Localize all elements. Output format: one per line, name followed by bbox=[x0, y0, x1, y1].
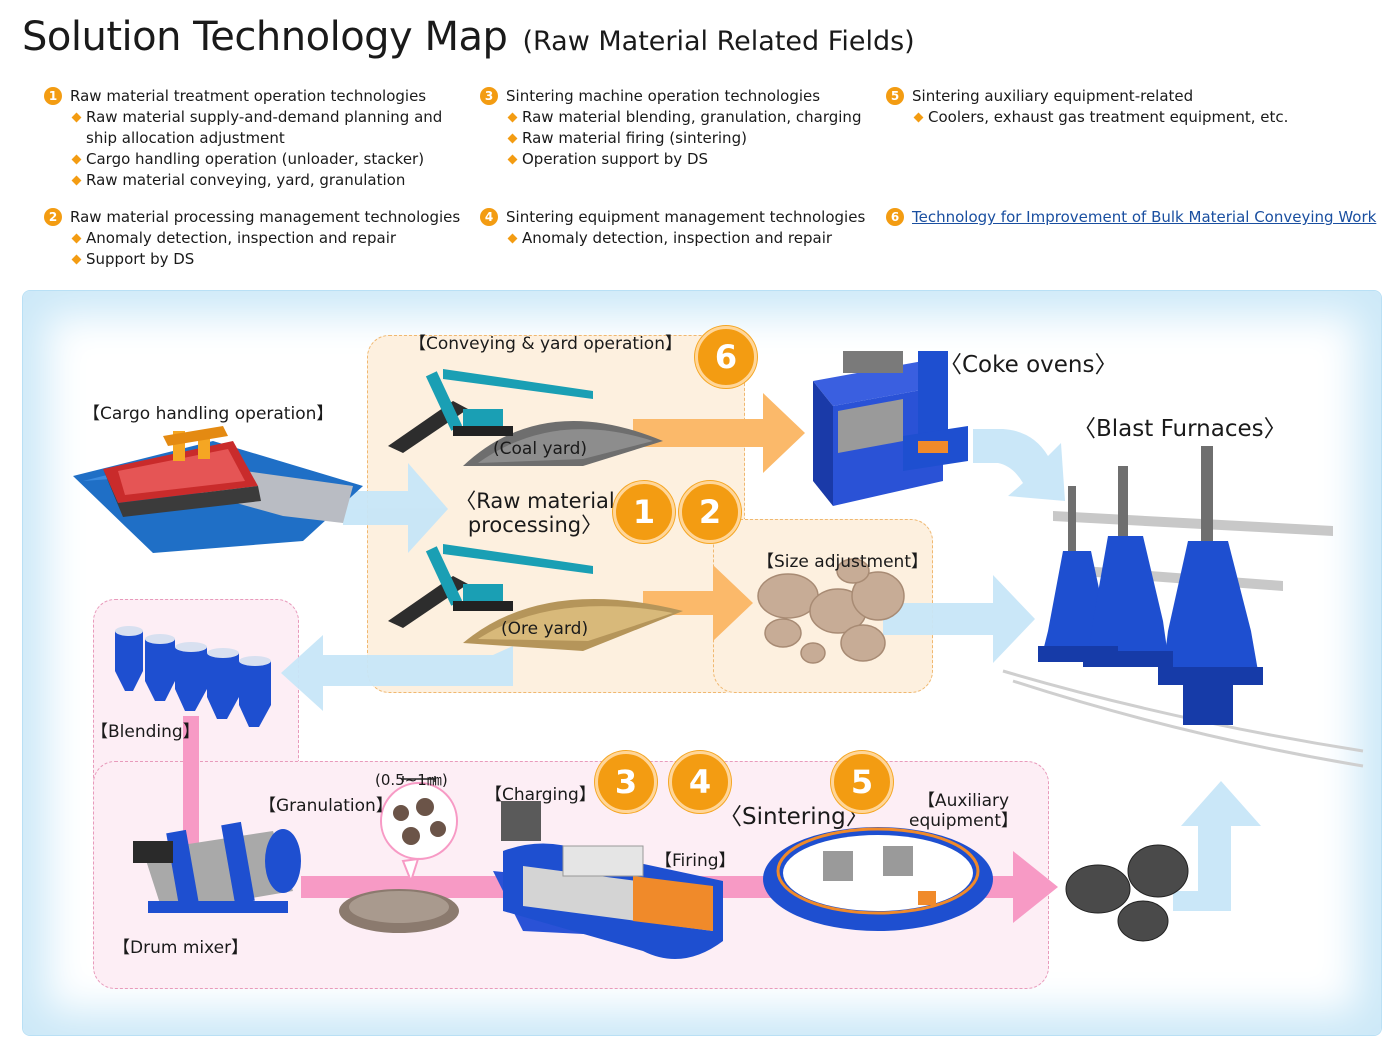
arrow-size-to-furnace bbox=[883, 575, 1035, 663]
sintering-machine-illustration bbox=[493, 801, 723, 959]
legend-subitem-text: Support by DS bbox=[86, 250, 195, 268]
legend-subitem: Raw material conveying, yard, granulatio… bbox=[44, 170, 464, 191]
arrow-coke-to-furnace bbox=[973, 429, 1065, 501]
legend-title: Sintering machine operation technologies bbox=[506, 87, 821, 105]
cargo-handling-label: 【Cargo handling operation】 bbox=[83, 404, 334, 424]
size-adjustment-label: 【Size adjustment】 bbox=[757, 552, 928, 572]
auxiliary-line-1: 【Auxiliary bbox=[917, 791, 1010, 811]
raw-processing-line-1: 〈Raw material bbox=[455, 489, 615, 513]
legend-subitem: Anomaly detection, inspection and repair bbox=[44, 228, 464, 249]
legend-column-1: 1 Raw material treatment operation techn… bbox=[44, 86, 464, 270]
auxiliary-line-2: equipment】 bbox=[909, 811, 1018, 831]
legend-item-6[interactable]: 6 Technology for Improvement of Bulk Mat… bbox=[886, 207, 1386, 228]
title-sub: (Raw Material Related Fields) bbox=[522, 26, 915, 57]
page-title: Solution Technology Map (Raw Material Re… bbox=[22, 14, 915, 60]
cooler-ring-illustration bbox=[763, 827, 993, 931]
legend-subitem-text: Cargo handling operation (unloader, stac… bbox=[86, 150, 425, 168]
charging-label: 【Charging】 bbox=[485, 785, 596, 805]
conveying-yard-label: 【Conveying & yard operation】 bbox=[409, 334, 682, 354]
legend-title: Sintering equipment management technolog… bbox=[506, 208, 866, 226]
arrow-blending-down bbox=[183, 716, 199, 876]
legend-subitem-text: Raw material supply-and-demand planning … bbox=[86, 108, 443, 147]
legend-subitem-text: Raw material conveying, yard, granulatio… bbox=[86, 171, 406, 189]
legend-subitem: Cargo handling operation (unloader, stac… bbox=[44, 149, 464, 170]
blue-flow-arrows bbox=[281, 429, 1261, 911]
legend-subitem: Support by DS bbox=[44, 249, 464, 270]
arrow-sinter-to-furnace bbox=[1173, 781, 1261, 911]
drum-mixer-illustration bbox=[133, 821, 301, 913]
legend-number-badge: 5 bbox=[886, 87, 904, 105]
badge-4[interactable]: 4 bbox=[669, 751, 731, 813]
coke-oven-illustration bbox=[813, 351, 968, 506]
granulation-illustration bbox=[339, 776, 459, 933]
legend-item-1: 1 Raw material treatment operation techn… bbox=[44, 86, 464, 107]
badge-1[interactable]: 1 bbox=[613, 481, 675, 543]
arrow-ore-to-size bbox=[643, 565, 753, 641]
coal-yard-label: (Coal yard) bbox=[493, 439, 588, 459]
coal-stacker-illustration bbox=[388, 369, 663, 466]
legend-item-4: 4 Sintering equipment management technol… bbox=[480, 207, 880, 228]
blending-label: 【Blending】 bbox=[91, 722, 200, 742]
badge-6[interactable]: 6 bbox=[695, 326, 757, 388]
title-main: Solution Technology Map bbox=[22, 14, 508, 60]
firing-label: 【Firing】 bbox=[655, 851, 736, 871]
cargo-ship-illustration bbox=[73, 426, 363, 553]
legend-subitem: Raw material firing (sintering) bbox=[480, 128, 880, 149]
arrow-coal-to-coke bbox=[633, 393, 805, 473]
bulk-conveying-link[interactable]: Technology for Improvement of Bulk Mater… bbox=[912, 208, 1377, 226]
legend-subitem-text: Coolers, exhaust gas treatment equipment… bbox=[928, 108, 1289, 126]
legend-number-badge: 6 bbox=[886, 208, 904, 226]
raw-processing-line-2: processing〉 bbox=[467, 513, 603, 537]
legend-title: Sintering auxiliary equipment-related bbox=[912, 87, 1194, 105]
orange-flow-arrows bbox=[633, 393, 805, 641]
legend-subitem: Raw material supply-and-demand planning … bbox=[44, 107, 464, 149]
drum-mixer-label: 【Drum mixer】 bbox=[113, 938, 249, 958]
granulation-label: 【Granulation】 bbox=[259, 796, 393, 816]
blast-furnace-illustration bbox=[1002, 446, 1364, 768]
legend-subitem-text: Raw material firing (sintering) bbox=[522, 129, 747, 147]
legend-item-2: 2 Raw material processing management tec… bbox=[44, 207, 464, 228]
badge-2[interactable]: 2 bbox=[679, 481, 741, 543]
legend-subitem: Operation support by DS bbox=[480, 149, 880, 170]
legend-subitem: Anomaly detection, inspection and repair bbox=[480, 228, 880, 249]
legend-number-badge: 1 bbox=[44, 87, 62, 105]
ore-yard-label: (Ore yard) bbox=[501, 619, 589, 639]
blending-bins-illustration bbox=[115, 626, 271, 727]
arrow-ship-to-processing bbox=[343, 463, 448, 553]
badge-3[interactable]: 3 bbox=[595, 751, 657, 813]
sintering-label: 〈Sintering〉 bbox=[719, 804, 869, 830]
legend-number-badge: 3 bbox=[480, 87, 498, 105]
legend-number-badge: 4 bbox=[480, 208, 498, 226]
coke-ovens-label: 〈Coke ovens〉 bbox=[939, 352, 1118, 378]
particle-size-label: (0.5∼1㎜) bbox=[375, 771, 448, 789]
legend-item-3: 3 Sintering machine operation technologi… bbox=[480, 86, 880, 107]
ore-stacker-illustration bbox=[388, 544, 683, 651]
legend-subitem-text: Raw material blending, granulation, char… bbox=[522, 108, 862, 126]
sinter-lumps-illustration bbox=[1065, 844, 1189, 942]
flow-diagram-graphics bbox=[73, 351, 1364, 959]
size-adjusted-ore-illustration bbox=[757, 558, 905, 664]
legend-subitem-text: Operation support by DS bbox=[522, 150, 709, 168]
legend-subitem-text: Anomaly detection, inspection and repair bbox=[522, 229, 833, 247]
arrow-ore-to-blending bbox=[281, 635, 513, 711]
raw-material-processing-label: 〈Raw material processing〉 bbox=[445, 489, 625, 537]
legend-subitem: Coolers, exhaust gas treatment equipment… bbox=[886, 107, 1386, 128]
legend-number-badge: 2 bbox=[44, 208, 62, 226]
legend-subitem: Raw material blending, granulation, char… bbox=[480, 107, 880, 128]
legend-title: Raw material processing management techn… bbox=[70, 208, 461, 226]
blast-furnaces-label: 〈Blast Furnaces〉 bbox=[1073, 416, 1287, 442]
legend-title: Raw material treatment operation technol… bbox=[70, 87, 427, 105]
legend-column-3: 5 Sintering auxiliary equipment-related … bbox=[886, 86, 1386, 228]
legend-item-5: 5 Sintering auxiliary equipment-related bbox=[886, 86, 1386, 107]
badge-5[interactable]: 5 bbox=[831, 751, 893, 813]
legend-subitem-text: Anomaly detection, inspection and repair bbox=[86, 229, 397, 247]
auxiliary-equipment-label: 【Auxiliary equipment】 bbox=[909, 791, 1018, 831]
process-diagram: 【Cargo handling operation】 【Conveying & … bbox=[22, 290, 1382, 1036]
legend-column-2: 3 Sintering machine operation technologi… bbox=[480, 86, 880, 249]
